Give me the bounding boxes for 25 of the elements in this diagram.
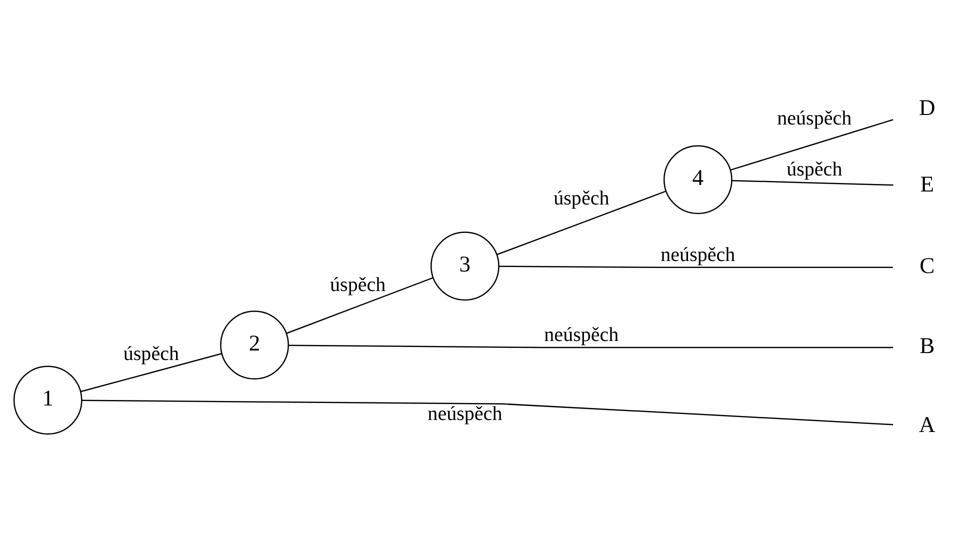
edge-label: úspěch xyxy=(122,342,179,365)
edge-label: úspěch xyxy=(330,274,386,296)
connector xyxy=(286,277,433,334)
node-text: D xyxy=(918,95,935,120)
connector xyxy=(80,352,222,392)
node-circle: 2 xyxy=(220,310,288,380)
edge-label: neúspěch xyxy=(776,107,852,130)
node-text: E xyxy=(920,171,934,196)
node-circle: 1 xyxy=(12,366,82,435)
node-text: C xyxy=(919,252,934,278)
edge-label: neúspěch xyxy=(427,402,502,425)
edge-label: úspěch xyxy=(553,187,609,210)
node-circle: 3 xyxy=(430,232,499,301)
node-text: A xyxy=(918,412,935,437)
connector xyxy=(496,190,666,256)
edge-label: neúspěch xyxy=(544,324,618,346)
connector xyxy=(82,400,893,426)
connector xyxy=(732,180,893,186)
edge-label: neúspěch xyxy=(660,244,735,266)
node-circle: 4 xyxy=(662,145,732,214)
edge-label: úspěch xyxy=(786,158,842,181)
connector xyxy=(730,119,893,171)
connector xyxy=(498,266,892,268)
connector xyxy=(288,344,893,348)
node-text: B xyxy=(919,333,934,358)
